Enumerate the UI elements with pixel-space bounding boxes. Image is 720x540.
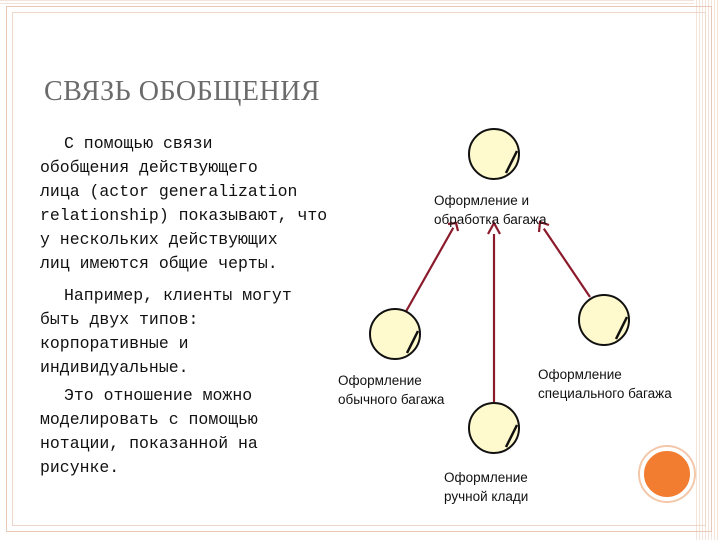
p1-line: relationship) показывают, что: [40, 206, 328, 225]
p3-line: рисунке.: [40, 458, 120, 477]
accent-dot: [640, 447, 694, 501]
p2-line: индивидуальные.: [40, 358, 189, 377]
p3-line: нотации, показанной на: [40, 434, 258, 453]
generalization-arrows: [403, 220, 591, 402]
p1-line: лиц имеются общие черты.: [40, 254, 278, 273]
p1-line: у нескольких действующих: [40, 230, 278, 249]
label-line: Оформление и: [434, 193, 530, 208]
p2-line: корпоративные и: [40, 334, 189, 353]
label-line: Оформление: [338, 373, 422, 388]
arrow-right-to-top: [539, 222, 591, 298]
paragraph-3: Это отношение можно моделировать с помощ…: [40, 384, 340, 480]
decorative-side-strip: [694, 0, 720, 540]
usecase-right-label: Оформление специального багажа: [538, 365, 672, 403]
label-line: ручной клади: [444, 489, 529, 504]
arrowhead-right: [537, 220, 550, 233]
paragraph-1: С помощью связи обобщения действующего л…: [40, 132, 340, 276]
usecase-top-label: Оформление и обработка багажа: [434, 191, 546, 229]
label-line: специального багажа: [538, 386, 672, 401]
arrow-left-to-top: [403, 222, 457, 316]
label-line: обработка багажа: [434, 212, 547, 227]
p2-line: Например, клиенты могут: [64, 286, 292, 305]
slide-frame-inner: [12, 12, 706, 526]
decorative-top-strip: [0, 0, 720, 6]
p2-line: быть двух типов:: [40, 310, 199, 329]
usecase-right: [578, 294, 630, 346]
label-line: обычного багажа: [338, 392, 445, 407]
slide-body: С помощью связи обобщения действующего л…: [40, 132, 340, 480]
usecase-left-label: Оформление обычного багажа: [338, 371, 444, 409]
usecase-left: [369, 308, 421, 360]
p3-line: Это отношение можно: [64, 386, 253, 405]
p1-line: С помощью связи: [64, 134, 213, 153]
p1-line: лица (actor generalization: [40, 182, 298, 201]
paragraph-2: Например, клиенты могут быть двух типов:…: [40, 284, 340, 380]
usecase-bottom-label: Оформление ручной клади: [444, 468, 528, 506]
p3-line: моделировать с помощью: [40, 410, 258, 429]
slide-frame-outer: [6, 6, 712, 532]
usecase-bottom: [468, 402, 520, 454]
label-line: Оформление: [538, 367, 622, 382]
arrowhead-left: [447, 221, 460, 232]
usecase-top: [468, 128, 520, 180]
p1-line: обобщения действующего: [40, 158, 258, 177]
arrowhead-bottom: [487, 220, 501, 235]
label-line: Оформление: [444, 470, 528, 485]
slide-title: СВЯЗЬ ОБОБЩЕНИЯ: [44, 76, 321, 107]
